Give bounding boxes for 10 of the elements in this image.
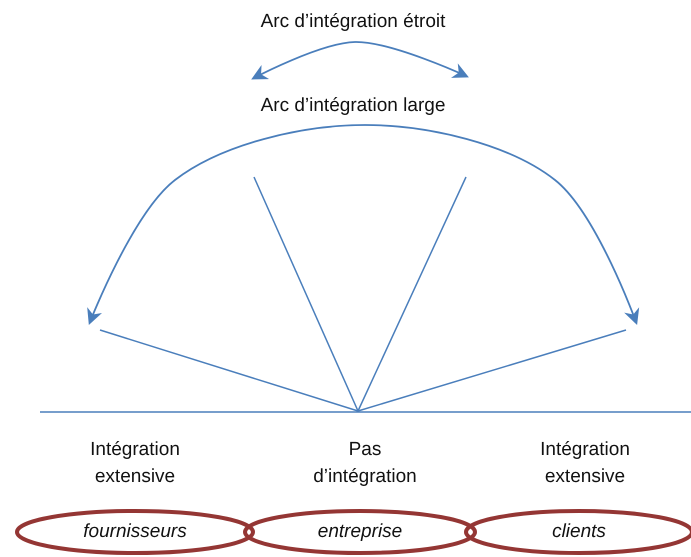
node-label: entreprise: [316, 521, 404, 543]
arc-label: Arc d’intégration étroit: [260, 10, 446, 34]
node-label: clients: [551, 521, 607, 543]
oval-node: [243, 509, 477, 555]
node-label: fournisseurs: [82, 521, 188, 543]
arc-label: Arc d’intégration large: [260, 94, 446, 118]
oval-node: [15, 509, 255, 555]
column-label: Intégration extensive: [539, 438, 631, 489]
column-label: Pas d’intégration: [312, 438, 418, 489]
column-label: Intégration extensive: [89, 438, 181, 489]
